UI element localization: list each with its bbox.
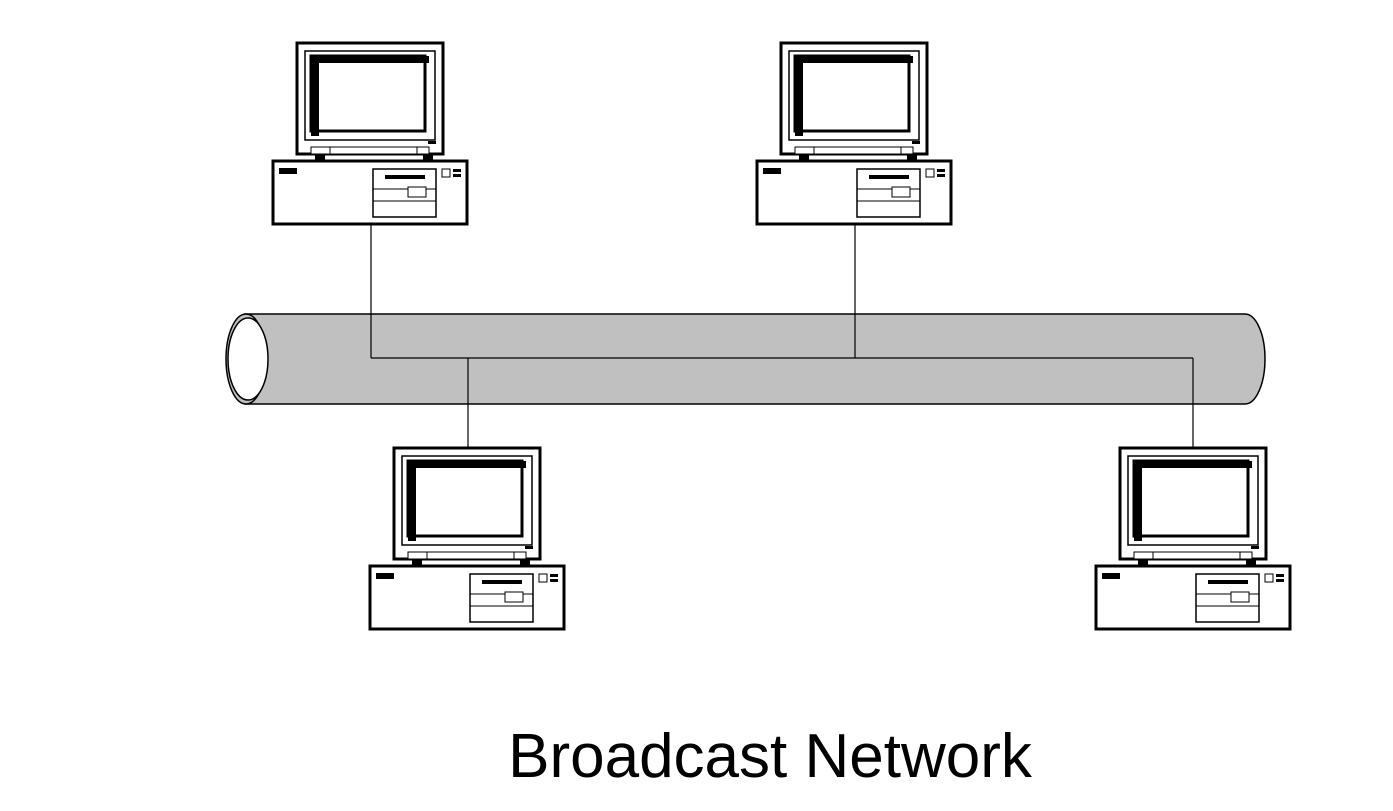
connection-wires — [370, 224, 1194, 448]
desktop-computer-icon — [1094, 446, 1292, 631]
desktop-computer-icon — [368, 446, 566, 631]
broadcast-cable — [225, 313, 1266, 405]
diagram-caption: Broadcast Network — [508, 722, 1032, 791]
desktop-computer-icon — [755, 41, 953, 226]
desktop-computer-icon — [271, 41, 469, 226]
